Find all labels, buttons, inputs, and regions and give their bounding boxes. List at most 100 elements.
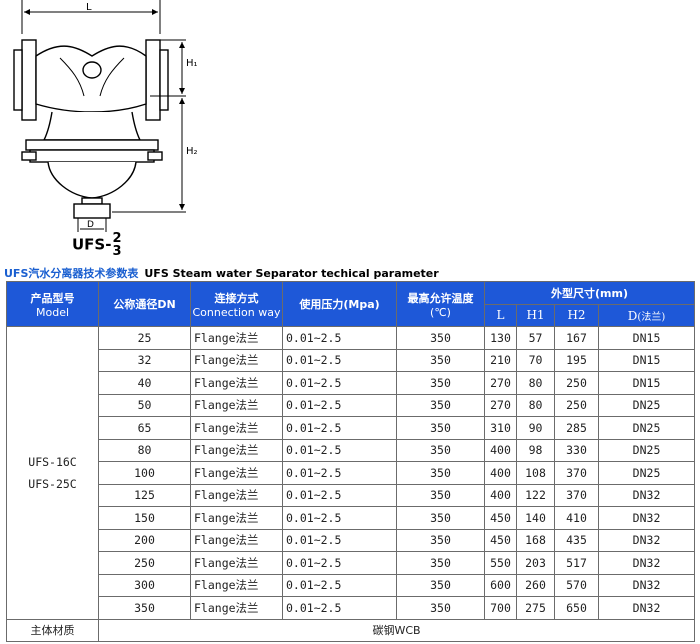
cell-conn: Flange法兰 bbox=[190, 506, 283, 530]
cell-D: DN32 bbox=[597, 528, 696, 552]
header-L: L bbox=[484, 303, 517, 327]
cell-H2: 167 bbox=[554, 326, 599, 350]
cell-H2: 195 bbox=[554, 348, 599, 372]
cell-H2: 370 bbox=[554, 461, 599, 485]
cell-temp: 350 bbox=[396, 416, 485, 440]
cell-H2: 570 bbox=[554, 573, 599, 597]
cell-H2: 285 bbox=[554, 416, 599, 440]
cell-pressure: 0.01~2.5 bbox=[282, 393, 397, 417]
cell-temp: 350 bbox=[396, 326, 485, 350]
cell-L: 450 bbox=[484, 506, 517, 530]
cell-temp: 350 bbox=[396, 393, 485, 417]
cell-conn: Flange法兰 bbox=[190, 483, 283, 507]
cell-D: DN25 bbox=[597, 438, 696, 462]
header-H2: H2 bbox=[554, 303, 599, 327]
cell-D: DN15 bbox=[597, 371, 696, 395]
cell-D: DN32 bbox=[597, 483, 696, 507]
cell-H1: 90 bbox=[516, 416, 555, 440]
cell-H1: 203 bbox=[516, 551, 555, 575]
table-title-en: UFS Steam water Separator techical param… bbox=[144, 267, 439, 280]
model-fraction-num: 2 bbox=[112, 231, 122, 246]
cell-conn: Flange法兰 bbox=[190, 551, 283, 575]
cell-conn: Flange法兰 bbox=[190, 416, 283, 440]
cell-L: 270 bbox=[484, 371, 517, 395]
cell-L: 400 bbox=[484, 438, 517, 462]
header-dimensions: 外型尺寸(mm) bbox=[483, 281, 696, 305]
cell-pressure: 0.01~2.5 bbox=[282, 573, 397, 597]
cell-H2: 435 bbox=[554, 528, 599, 552]
cell-dn: 32 bbox=[98, 348, 191, 372]
cell-temp: 350 bbox=[396, 573, 485, 597]
cell-pressure: 0.01~2.5 bbox=[282, 596, 397, 620]
cell-dn: 80 bbox=[98, 438, 191, 462]
cell-temp: 350 bbox=[396, 483, 485, 507]
dim-H1-label: H₁ bbox=[186, 58, 198, 69]
cell-temp: 350 bbox=[396, 596, 485, 620]
cell-H2: 410 bbox=[554, 506, 599, 530]
cell-H1: 80 bbox=[516, 371, 555, 395]
header-dn: 公称通径DN bbox=[98, 281, 191, 327]
cell-temp: 350 bbox=[396, 371, 485, 395]
cell-dn: 300 bbox=[98, 573, 191, 597]
cell-D: DN25 bbox=[597, 416, 696, 440]
cell-pressure: 0.01~2.5 bbox=[282, 416, 397, 440]
cell-H2: 250 bbox=[554, 393, 599, 417]
cell-dn: 200 bbox=[98, 528, 191, 552]
cell-H1: 80 bbox=[516, 393, 555, 417]
cell-pressure: 0.01~2.5 bbox=[282, 438, 397, 462]
dim-L-label: L bbox=[86, 2, 92, 13]
cell-H2: 370 bbox=[554, 483, 599, 507]
model-fraction-den: 3 bbox=[112, 244, 122, 259]
cell-conn: Flange法兰 bbox=[190, 348, 283, 372]
cell-L: 310 bbox=[484, 416, 517, 440]
cell-D: DN32 bbox=[597, 506, 696, 530]
cell-conn: Flange法兰 bbox=[190, 393, 283, 417]
cell-conn: Flange法兰 bbox=[190, 371, 283, 395]
cell-L: 700 bbox=[484, 596, 517, 620]
cell-conn: Flange法兰 bbox=[190, 528, 283, 552]
table-title: UFS汽水分离器技术参数表 UFS Steam water Separator t… bbox=[4, 265, 439, 281]
cell-D: DN32 bbox=[597, 551, 696, 575]
cell-H1: 140 bbox=[516, 506, 555, 530]
cell-L: 130 bbox=[484, 326, 517, 350]
cell-D: DN25 bbox=[597, 461, 696, 485]
cell-dn: 350 bbox=[98, 596, 191, 620]
table-title-cn: UFS汽水分离器技术参数表 bbox=[4, 267, 139, 280]
header-H1: H1 bbox=[516, 303, 555, 327]
cell-dn: 150 bbox=[98, 506, 191, 530]
header-temperature: 最高允许温度(℃) bbox=[396, 281, 485, 327]
cell-H1: 122 bbox=[516, 483, 555, 507]
cell-H1: 98 bbox=[516, 438, 555, 462]
cell-pressure: 0.01~2.5 bbox=[282, 326, 397, 350]
model-name: UFS-16C bbox=[28, 454, 77, 469]
model-prefix: UFS- bbox=[72, 235, 112, 254]
cell-L: 600 bbox=[484, 573, 517, 597]
cell-L: 210 bbox=[484, 348, 517, 372]
cell-D: DN15 bbox=[597, 326, 696, 350]
cell-H2: 330 bbox=[554, 438, 599, 462]
cell-temp: 350 bbox=[396, 506, 485, 530]
model-name: UFS-25C bbox=[28, 476, 77, 491]
cell-temp: 350 bbox=[396, 461, 485, 485]
cell-conn: Flange法兰 bbox=[190, 461, 283, 485]
cell-dn: 65 bbox=[98, 416, 191, 440]
cell-H1: 70 bbox=[516, 348, 555, 372]
cell-H1: 57 bbox=[516, 326, 555, 350]
cell-L: 450 bbox=[484, 528, 517, 552]
cell-temp: 350 bbox=[396, 348, 485, 372]
header-pressure: 使用压力(Mpa) bbox=[282, 281, 397, 327]
